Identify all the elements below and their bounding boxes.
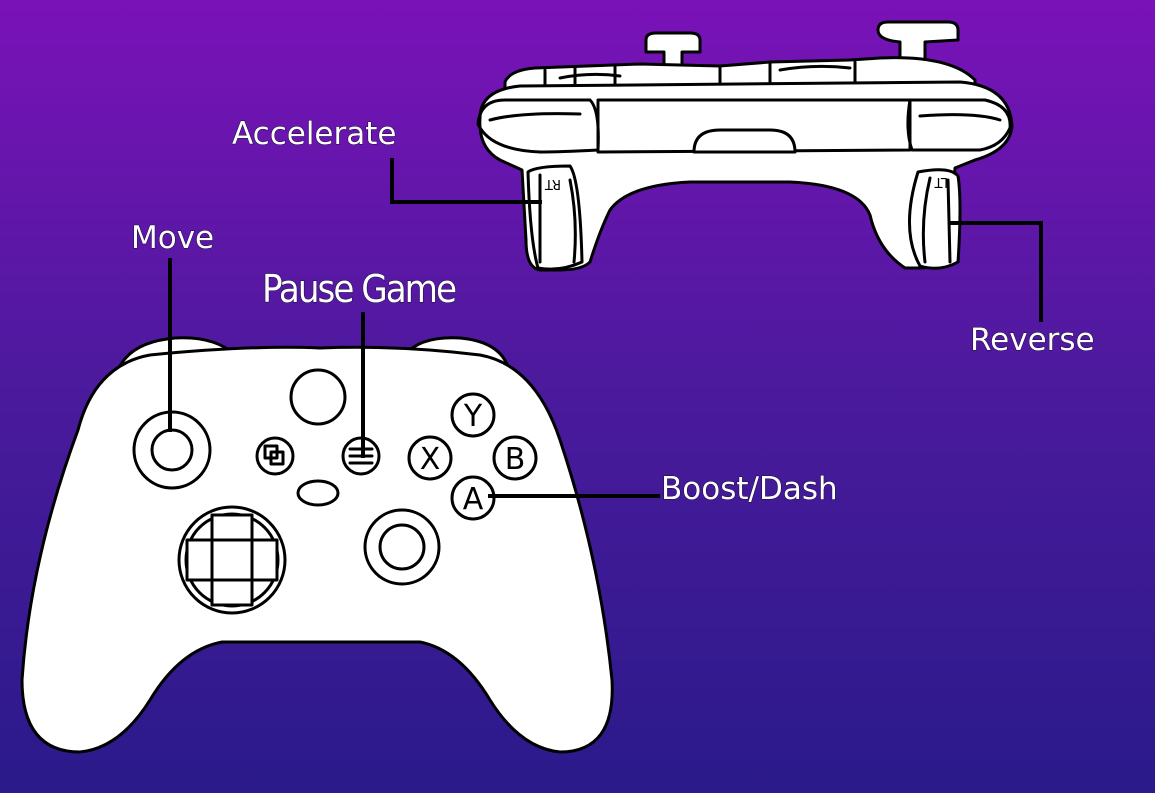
leader-lines (168, 158, 1043, 498)
y-button-label: Y (463, 399, 483, 434)
boost-dash-label: Boost/Dash (661, 471, 838, 507)
a-button-label: A (463, 482, 484, 517)
controller-front-view: Y X B A (20, 336, 614, 754)
right-stick[interactable] (363, 508, 441, 586)
accelerate-label: Accelerate (232, 116, 396, 152)
reverse-leader (950, 221, 1043, 322)
accelerate-leader (390, 158, 542, 204)
share-button-icon[interactable] (296, 479, 340, 507)
b-button[interactable]: B (492, 435, 538, 481)
x-button[interactable]: X (407, 435, 453, 481)
dpad-icon[interactable] (177, 505, 287, 615)
view-button-icon[interactable] (255, 436, 295, 476)
reverse-label: Reverse (970, 322, 1095, 358)
a-button[interactable]: A (450, 475, 496, 521)
rt-trigger-label: RT (545, 176, 561, 191)
b-button-label: B (505, 442, 526, 477)
move-label: Move (131, 220, 214, 256)
guide-button-icon[interactable] (289, 368, 347, 426)
lt-trigger-label: LT (935, 174, 948, 189)
pause-game-label: Pause Game (262, 267, 456, 311)
x-button-label: X (420, 442, 441, 477)
controller-top-view: RT LT (476, 20, 1014, 272)
y-button[interactable]: Y (450, 392, 496, 438)
